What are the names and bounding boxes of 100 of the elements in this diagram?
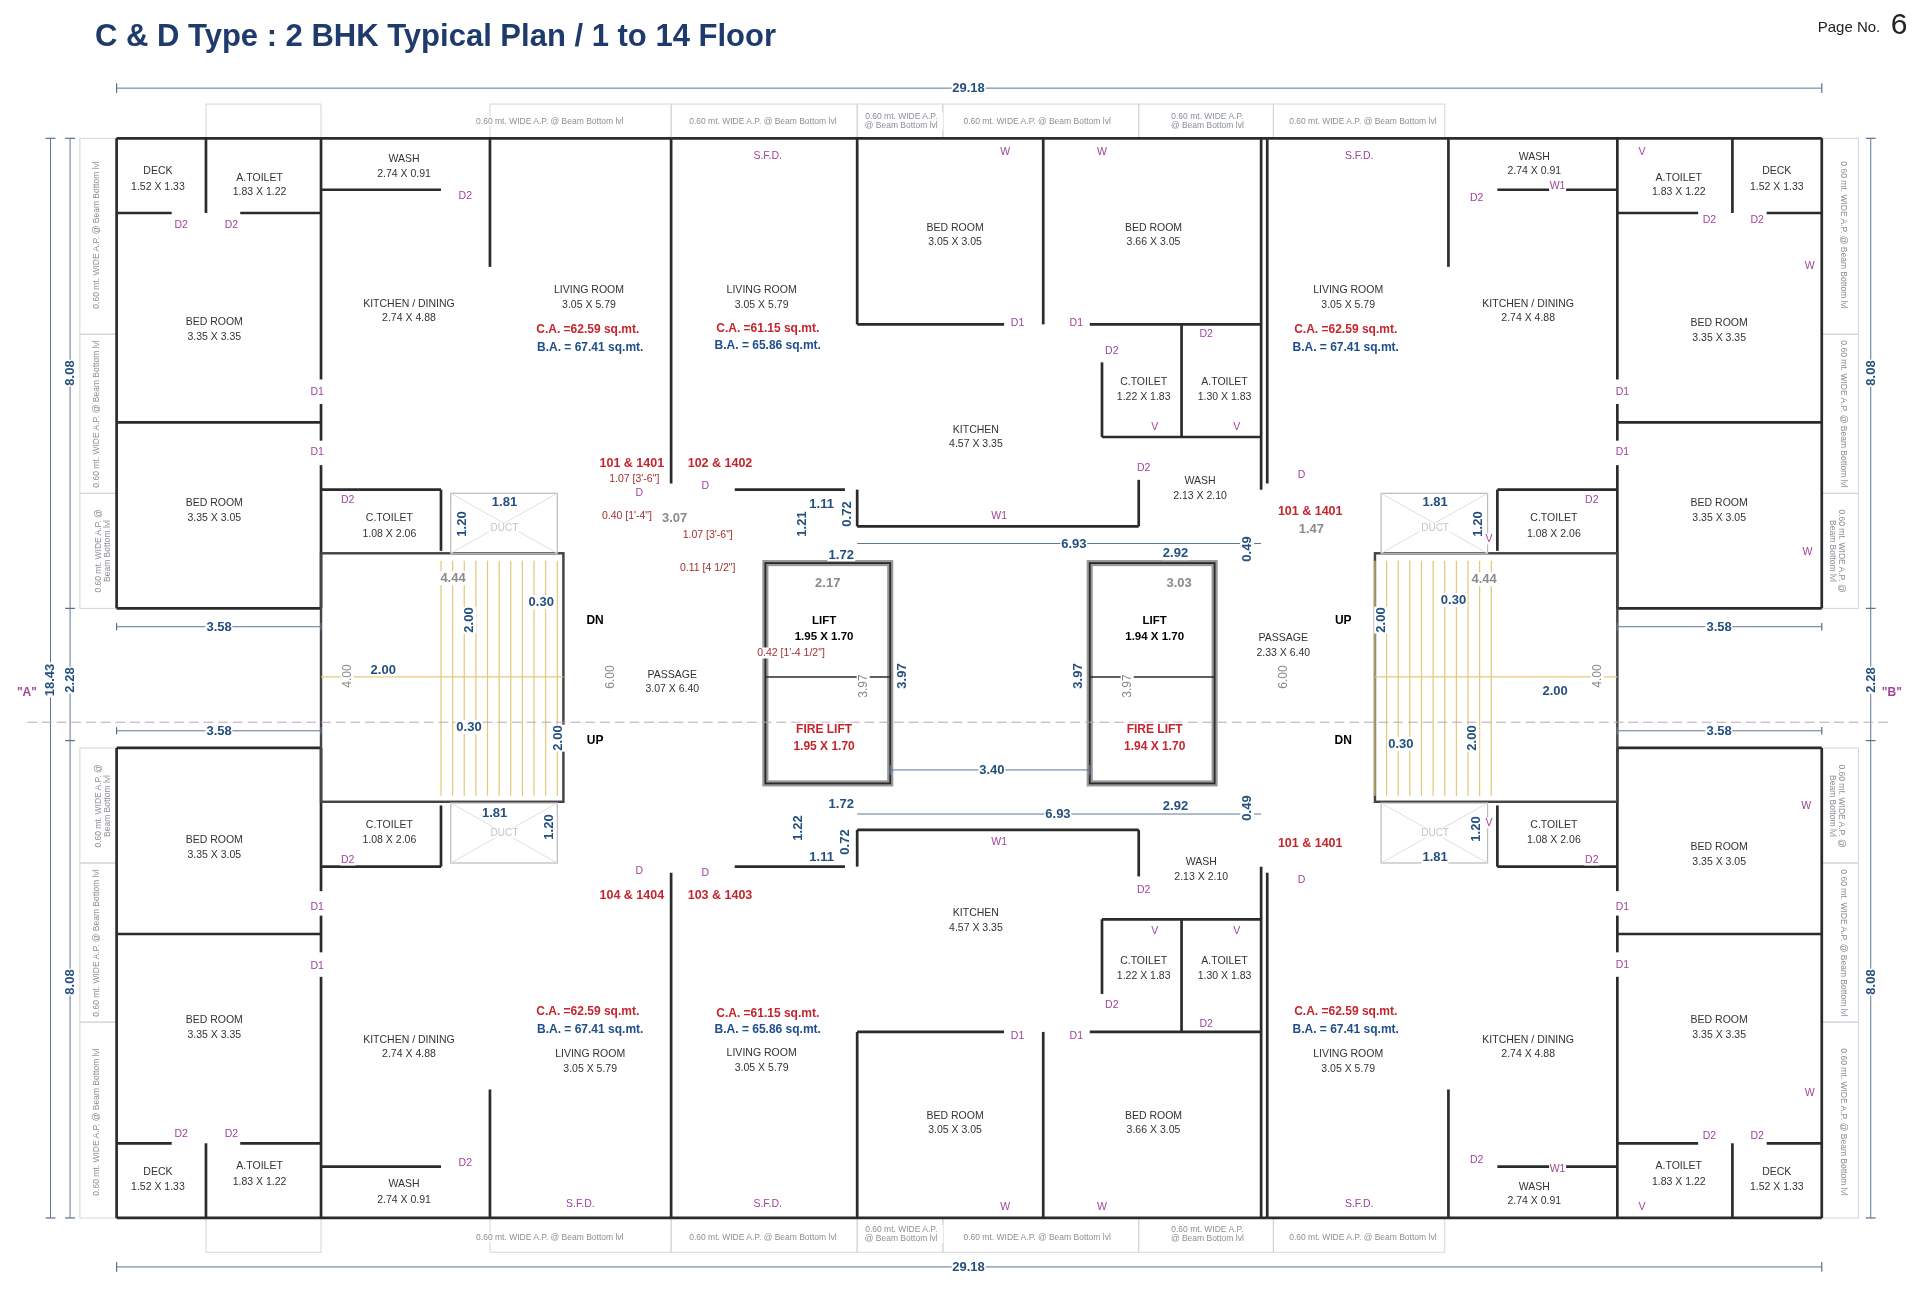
door-window-mark: W bbox=[1803, 260, 1816, 272]
room-label: DECK bbox=[1761, 165, 1793, 177]
room-label: C.TOILET bbox=[1529, 819, 1579, 831]
room-label: C.TOILET bbox=[1119, 955, 1169, 967]
room-label: 2.74 X 0.91 bbox=[376, 168, 432, 180]
room-label: C.TOILET bbox=[1529, 512, 1579, 524]
door-window-mark: S.F.D. bbox=[752, 150, 784, 161]
room-label: 3.35 X 3.05 bbox=[1691, 512, 1748, 524]
room-label: 3.05 X 5.79 bbox=[562, 1063, 619, 1075]
area-text: B.A. = 65.86 sq.mt. bbox=[713, 339, 822, 352]
door-window-mark: D bbox=[700, 480, 711, 492]
room-label: 3.35 X 3.05 bbox=[186, 849, 243, 861]
room-label: 2.74 X 0.91 bbox=[1506, 1195, 1563, 1207]
room-label: 1.30 X 1.83 bbox=[1196, 970, 1253, 982]
door-window-mark: D2 bbox=[1135, 462, 1152, 474]
door-window-mark: S.F.D. bbox=[1343, 150, 1375, 161]
door-window-mark: D1 bbox=[1614, 901, 1631, 913]
door-window-mark: D2 bbox=[1469, 192, 1485, 204]
area-text: B.A. = 67.41 sq.mt. bbox=[1291, 340, 1400, 353]
room-label: 3.05 X 5.79 bbox=[733, 1062, 790, 1074]
dimension-text: 4.44 bbox=[439, 571, 467, 585]
door-window-mark: D2 bbox=[173, 219, 189, 231]
room-label: 3.35 X 3.35 bbox=[186, 331, 243, 343]
area-text: C.A. =62.59 sq.mt. bbox=[535, 1005, 641, 1018]
door-window-mark: D2 bbox=[173, 1128, 189, 1140]
room-label: BED ROOM bbox=[925, 222, 985, 234]
door-window-mark: D bbox=[700, 867, 711, 879]
room-label: WASH bbox=[1184, 856, 1218, 868]
room-label: 1.08 X 2.06 bbox=[361, 834, 418, 846]
door-window-mark: V bbox=[1637, 1201, 1647, 1213]
door-window-mark: W bbox=[999, 146, 1012, 158]
door-window-mark: W bbox=[1096, 1201, 1108, 1213]
room-label: KITCHEN bbox=[951, 907, 1000, 919]
room-label: 3.66 X 3.05 bbox=[1125, 1124, 1182, 1136]
room-label: 2.74 X 4.88 bbox=[1500, 1048, 1556, 1060]
dimension-text: 0.49 bbox=[1239, 794, 1254, 822]
dimension-text: 2.00 bbox=[1465, 724, 1479, 752]
door-window-mark: S.F.D. bbox=[565, 1198, 596, 1210]
dimension-text: 2.28 bbox=[1864, 665, 1878, 694]
annotation-text: 0.60 mt. WIDE A.P. @ Beam Bottom lvl bbox=[962, 1232, 1112, 1242]
room-label: A.TOILET bbox=[1654, 1160, 1703, 1172]
room-label: BED ROOM bbox=[184, 834, 244, 846]
room-label: A.TOILET bbox=[1200, 376, 1249, 388]
door-window-mark: D2 bbox=[1198, 328, 1214, 340]
room-label: BED ROOM bbox=[1689, 1014, 1749, 1026]
dimension-text: 0.30 bbox=[1387, 737, 1415, 752]
dimension-text: 6.93 bbox=[1060, 536, 1088, 551]
door-window-mark: D2 bbox=[457, 1157, 473, 1169]
room-label: A.TOILET bbox=[1200, 955, 1249, 967]
lift-label: 1.95 X 1.70 bbox=[793, 629, 855, 642]
door-window-mark: D1 bbox=[1614, 959, 1631, 971]
door-window-mark: D2 bbox=[1198, 1018, 1214, 1030]
dimension-text: 3.58 bbox=[205, 724, 233, 738]
room-label: 1.83 X 1.22 bbox=[1650, 186, 1707, 198]
dimension-text: 3.58 bbox=[1705, 620, 1733, 634]
room-label: 1.22 X 1.83 bbox=[1115, 970, 1172, 982]
room-label: PASSAGE bbox=[646, 669, 698, 681]
dimension-text: 1.47 bbox=[1297, 522, 1326, 536]
duct-label: DUCT bbox=[489, 827, 520, 838]
dimension-text: 1.21 bbox=[795, 510, 809, 538]
annotation-text: 0.60 mt. WIDE A.P. @ Beam Bottom lvl bbox=[1839, 160, 1849, 310]
dimension-text: 1.81 bbox=[1421, 850, 1449, 864]
area-text: B.A. = 67.41 sq.mt. bbox=[1291, 1022, 1400, 1035]
room-label: 1.52 X 1.33 bbox=[130, 181, 186, 193]
dimension-note: 0.40 [1'-4"] bbox=[600, 510, 653, 521]
dimension-note: 1.07 [3'-6"] bbox=[681, 529, 734, 541]
dimension-text: 3.97 bbox=[1070, 662, 1085, 690]
fire-lift-label: FIRE LIFT bbox=[795, 722, 854, 735]
room-label: 3.35 X 3.35 bbox=[1691, 332, 1748, 344]
door-window-mark: V bbox=[1484, 533, 1494, 545]
room-label: 1.83 X 1.22 bbox=[231, 186, 288, 198]
room-label: BED ROOM bbox=[184, 1014, 244, 1026]
lift-label: LIFT bbox=[810, 613, 838, 626]
room-label: 1.52 X 1.33 bbox=[1748, 181, 1805, 193]
dimension-text: 0.72 bbox=[838, 828, 852, 857]
dimension-text: 1.72 bbox=[827, 547, 855, 562]
door-window-mark: D1 bbox=[1009, 317, 1026, 329]
dimension-text: 1.11 bbox=[808, 850, 835, 864]
dimension-text: 3.07 bbox=[661, 511, 689, 525]
dimension-text: 2.92 bbox=[1161, 798, 1190, 813]
dimension-text: 3.03 bbox=[1165, 576, 1193, 590]
door-window-mark: S.F.D. bbox=[1343, 1198, 1375, 1210]
room-label: 1.83 X 1.22 bbox=[1650, 1176, 1707, 1188]
area-text: C.A. =61.15 sq.mt. bbox=[715, 1006, 821, 1019]
room-label: 2.74 X 4.88 bbox=[1500, 312, 1556, 324]
door-window-mark: V bbox=[1484, 817, 1494, 829]
dimension-text: 2.00 bbox=[369, 662, 397, 677]
room-label: WASH bbox=[387, 1178, 421, 1190]
door-window-mark: W1 bbox=[990, 836, 1009, 848]
door-window-mark: V bbox=[1150, 925, 1160, 937]
area-text: B.A. = 67.41 sq.mt. bbox=[536, 340, 645, 353]
room-label: C.TOILET bbox=[364, 819, 414, 831]
door-window-mark: D bbox=[1296, 469, 1307, 481]
dimension-text: 3.40 bbox=[978, 763, 1006, 777]
annotation-text: 0.60 mt. WIDE A.P. @ Beam Bottom lvl bbox=[688, 116, 838, 126]
door-window-mark: W bbox=[1803, 1087, 1816, 1099]
door-window-mark: D bbox=[634, 487, 644, 499]
duct-label: DUCT bbox=[489, 522, 520, 533]
room-label: 2.74 X 0.91 bbox=[1506, 165, 1563, 177]
area-text: B.A. = 67.41 sq.mt. bbox=[536, 1022, 645, 1035]
